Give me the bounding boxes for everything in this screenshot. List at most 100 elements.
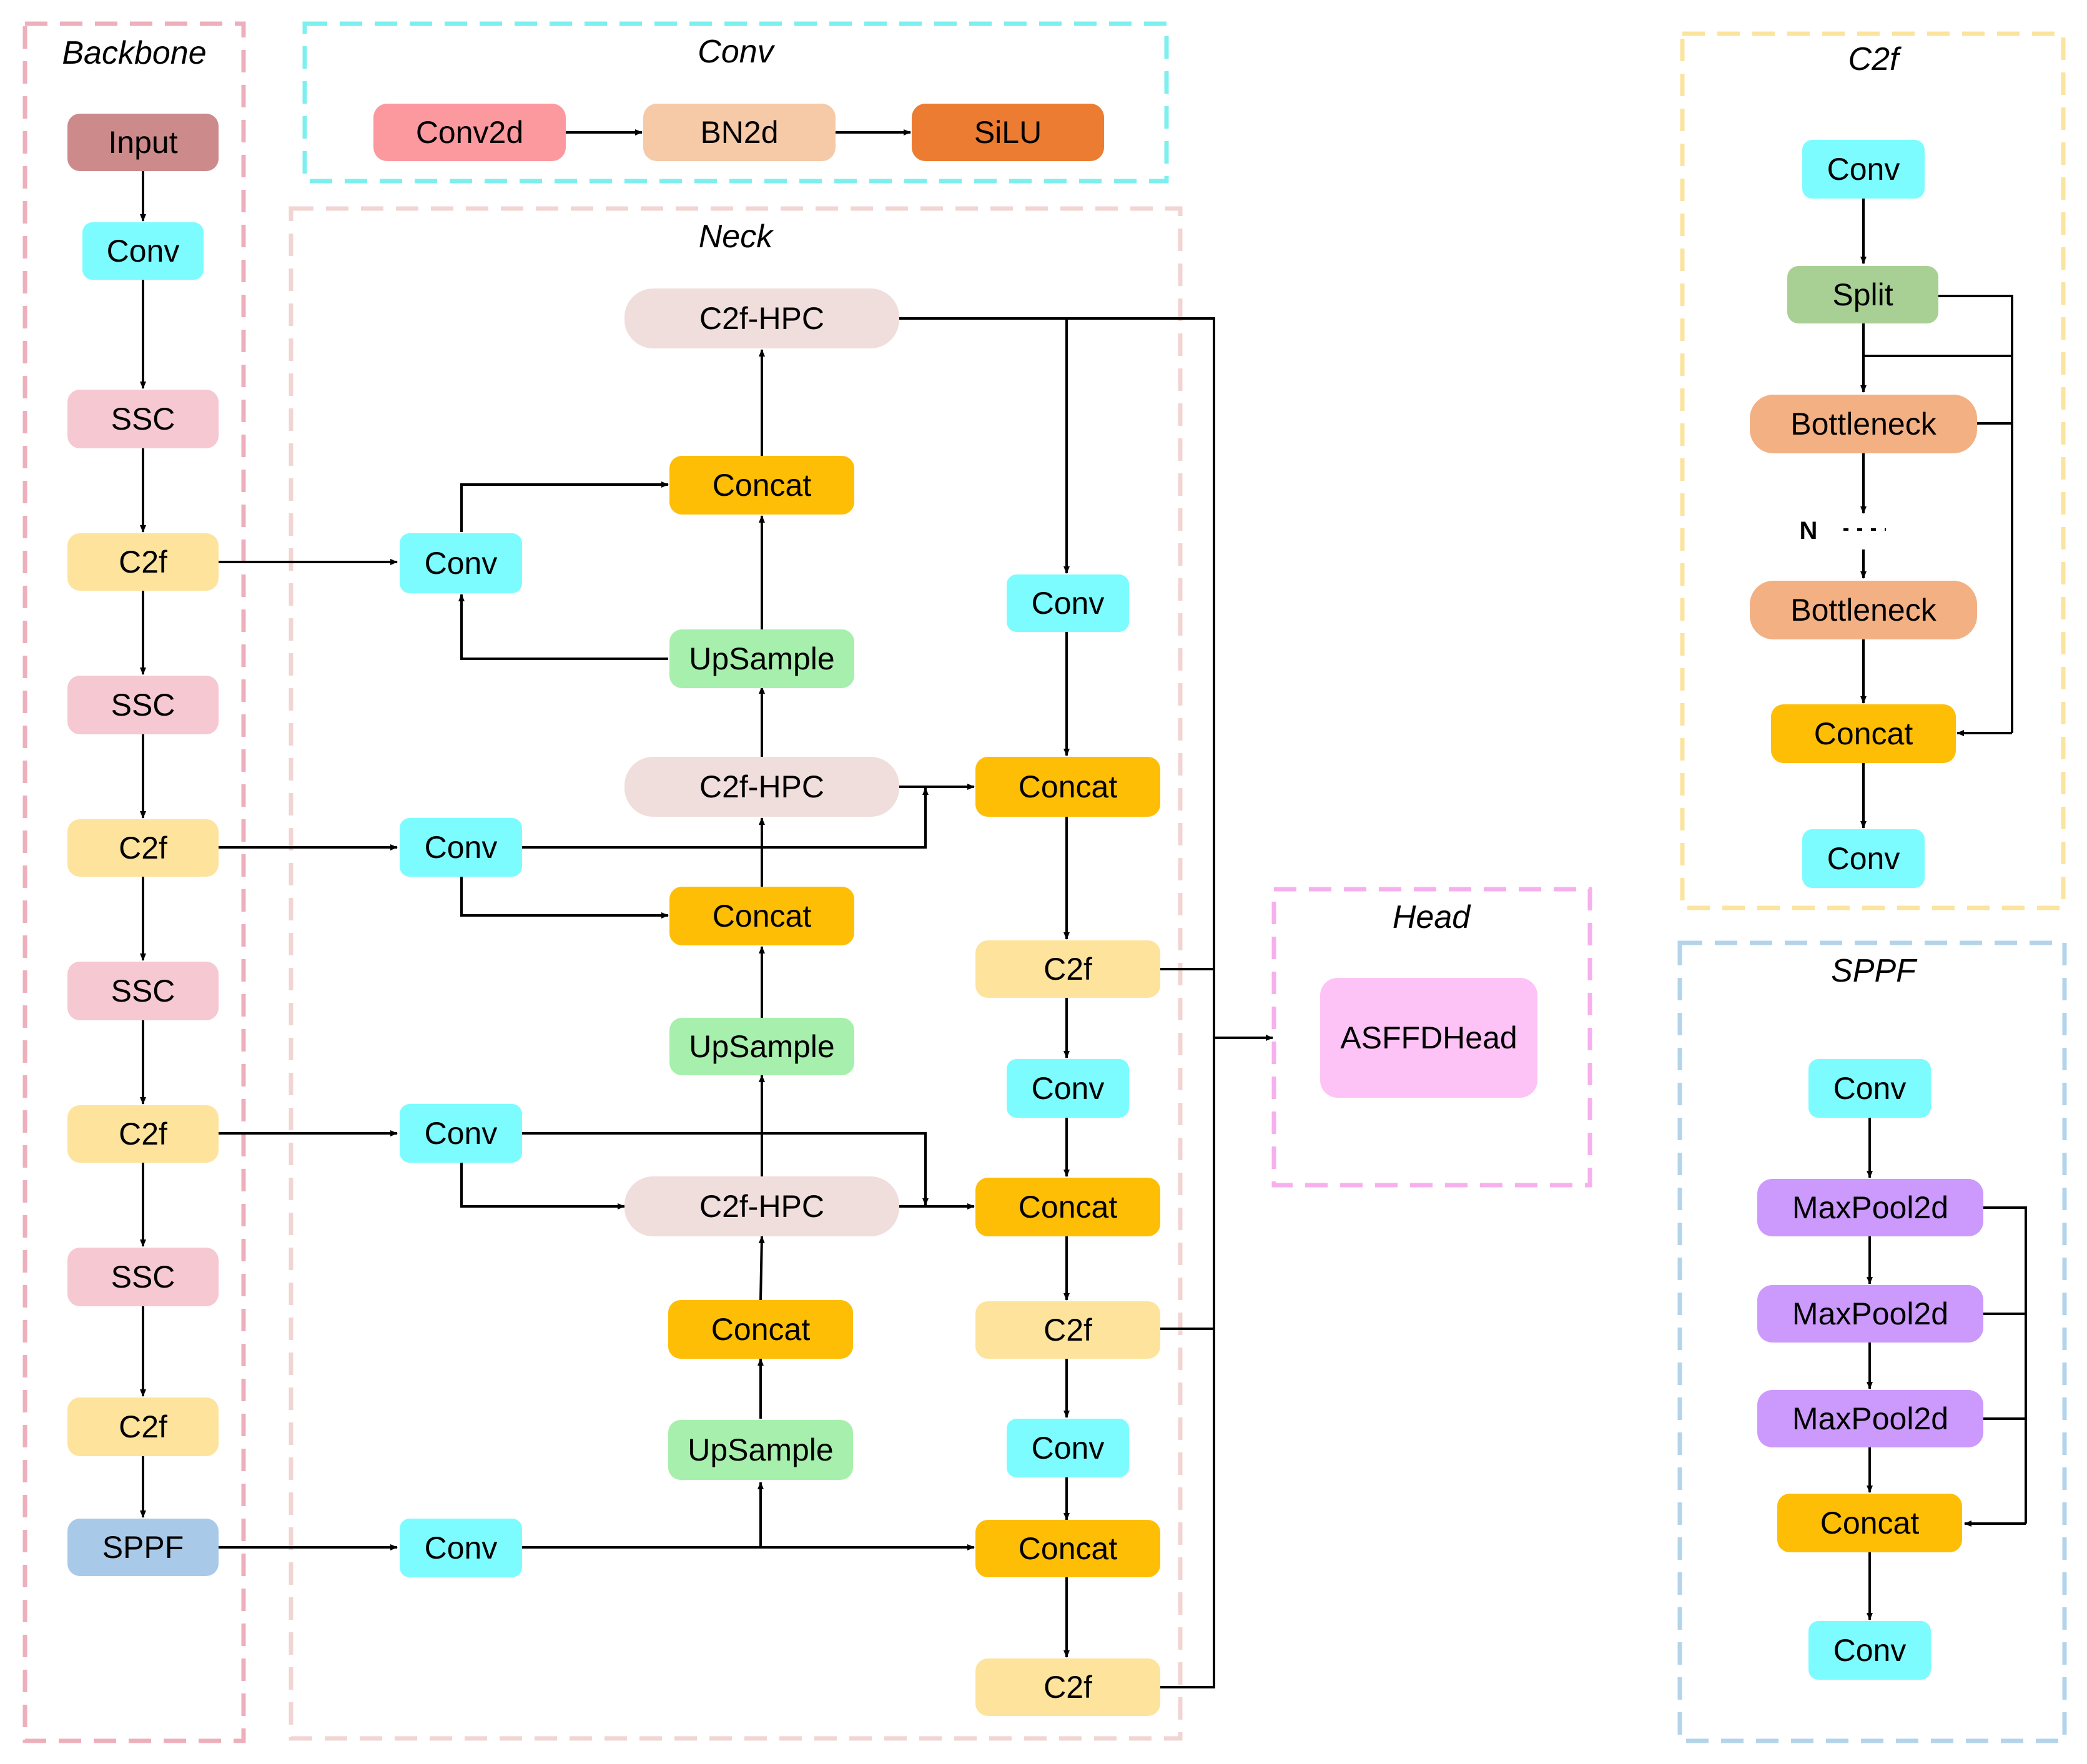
- maxpool-node-1: MaxPool2d: [1757, 1179, 1983, 1236]
- concat-node-top: Concat: [669, 456, 854, 515]
- neck-conv-label-b: Conv: [425, 830, 498, 865]
- upsample-node-b: UpSample: [669, 1018, 854, 1075]
- neck-right-concat-label-2: Concat: [1019, 1190, 1118, 1224]
- c2f-hpc-node-mid: C2f-HPC: [624, 757, 899, 817]
- c2f-node-3: C2f: [67, 1105, 219, 1163]
- c2f-detail-concat-node: Concat: [1771, 704, 1956, 763]
- connectors: [140, 129, 2027, 1688]
- ssc-label-4: SSC: [111, 1259, 175, 1294]
- c2f-title: C2f: [1848, 41, 1902, 77]
- sppf-title: SPPF: [1831, 953, 1918, 989]
- neck-right-c2f-node-2: C2f: [975, 1301, 1160, 1359]
- concat-node-mid: Concat: [669, 887, 854, 945]
- neck-conv-label-a: Conv: [425, 546, 498, 581]
- neck-conv-label-c: Conv: [425, 1116, 498, 1151]
- bottleneck-label-1: Bottleneck: [1790, 407, 1937, 441]
- neck-right-concat-node-3: Concat: [975, 1520, 1160, 1577]
- backbone-group: [22, 21, 246, 1743]
- c2f-label-1: C2f: [119, 544, 167, 579]
- conv-title: Conv: [698, 34, 775, 70]
- c2f-detail-conv-top-node: Conv: [1802, 140, 1925, 199]
- neck-conv-node-c: Conv: [400, 1104, 522, 1163]
- neck-right-conv-label-3: Conv: [1032, 1431, 1105, 1466]
- c2f-hpc-label-low: C2f-HPC: [699, 1189, 824, 1224]
- maxpool-node-3: MaxPool2d: [1757, 1390, 1983, 1447]
- sppf-node-label: SPPF: [102, 1530, 184, 1565]
- upsample-label-a: UpSample: [689, 641, 834, 676]
- c2f-detail-conv-bottom-label: Conv: [1827, 841, 1900, 876]
- bottleneck-node-2: Bottleneck: [1750, 581, 1977, 639]
- sppf-detail-concat-node: Concat: [1777, 1494, 1962, 1552]
- group-titles: Backbone Conv Neck Head C2f SPPF: [62, 34, 1918, 989]
- sppf-detail-conv-top-node: Conv: [1808, 1059, 1931, 1118]
- neck-right-conv-label-1: Conv: [1032, 586, 1105, 621]
- sppf-detail-conv-bottom-label: Conv: [1833, 1633, 1907, 1668]
- bottleneck-label-2: Bottleneck: [1790, 593, 1937, 628]
- asffdhead-node: ASFFDHead: [1320, 978, 1537, 1098]
- sppf-group: [1677, 940, 2067, 1743]
- neck-right-conv-node-1: Conv: [1007, 574, 1129, 632]
- neck-right-c2f-node-3: C2f: [975, 1658, 1160, 1716]
- c2f-group: [1680, 31, 2066, 910]
- group-frames: [22, 21, 2067, 1743]
- neck-right-c2f-node-1: C2f: [975, 940, 1160, 998]
- c2f-hpc-label-top: C2f-HPC: [699, 301, 824, 336]
- backbone-conv-label: Conv: [107, 234, 180, 269]
- neck-conv-node-b: Conv: [400, 818, 522, 877]
- bn2d-label: BN2d: [700, 115, 778, 150]
- silu-node: SiLU: [912, 104, 1104, 161]
- repeat-n-label: N: [1800, 517, 1818, 544]
- c2f-label-2: C2f: [119, 830, 167, 865]
- neck-right-c2f-label-2: C2f: [1044, 1313, 1092, 1348]
- neck-right-concat-node-2: Concat: [975, 1178, 1160, 1236]
- neck-right-concat-label-3: Concat: [1019, 1531, 1118, 1566]
- input-node: Input: [67, 114, 219, 171]
- concat-label-top: Concat: [713, 468, 812, 503]
- conv-group: [302, 21, 1169, 184]
- asffdhead-label: ASFFDHead: [1340, 1020, 1517, 1055]
- c2f-node-2: C2f: [67, 819, 219, 877]
- c2f-hpc-label-mid: C2f-HPC: [699, 769, 824, 804]
- neck-right-conv-node-3: Conv: [1007, 1419, 1129, 1477]
- neck-right-concat-label-1: Concat: [1019, 769, 1118, 804]
- c2f-node-1: C2f: [67, 533, 219, 591]
- neck-title: Neck: [699, 219, 774, 255]
- neck-group: [289, 206, 1183, 1741]
- backbone-conv-node: Conv: [82, 222, 204, 280]
- c2f-label-3: C2f: [119, 1116, 167, 1151]
- maxpool-label-2: MaxPool2d: [1792, 1296, 1948, 1331]
- c2f-label-4: C2f: [119, 1409, 167, 1444]
- backbone-title: Backbone: [62, 35, 206, 71]
- bn2d-node: BN2d: [643, 104, 836, 161]
- ssc-label-3: SSC: [111, 973, 175, 1008]
- ssc-node-4: SSC: [67, 1248, 219, 1306]
- neck-conv-node-d: Conv: [400, 1519, 522, 1577]
- neck-right-conv-node-2: Conv: [1007, 1059, 1129, 1118]
- concat-label-mid: Concat: [713, 899, 812, 934]
- ssc-label-2: SSC: [111, 687, 175, 722]
- ssc-label-1: SSC: [111, 402, 175, 436]
- c2f-detail-conv-top-label: Conv: [1827, 152, 1900, 187]
- neck-right-concat-node-1: Concat: [975, 757, 1160, 817]
- input-node-label: Input: [108, 125, 177, 160]
- upsample-node-a: UpSample: [669, 629, 854, 688]
- split-label: Split: [1832, 277, 1893, 312]
- sppf-detail-conv-top-label: Conv: [1833, 1071, 1907, 1106]
- neck-conv-label-d: Conv: [425, 1530, 498, 1565]
- concat-node-low: Concat: [668, 1300, 853, 1359]
- ssc-node-3: SSC: [67, 962, 219, 1020]
- sppf-detail-concat-label: Concat: [1820, 1505, 1920, 1540]
- sppf-node: SPPF: [67, 1519, 219, 1576]
- conv2d-label: Conv2d: [416, 115, 523, 150]
- ssc-node-2: SSC: [67, 676, 219, 734]
- nodes: Input Conv SSC C2f SSC C2f SSC C2f: [67, 104, 1983, 1716]
- upsample-node-c: UpSample: [668, 1420, 853, 1480]
- c2f-detail-concat-label: Concat: [1814, 716, 1913, 751]
- head-group: [1271, 887, 1592, 1188]
- upsample-label-b: UpSample: [689, 1029, 834, 1064]
- neck-right-conv-label-2: Conv: [1032, 1071, 1105, 1106]
- ssc-node-1: SSC: [67, 390, 219, 448]
- silu-label: SiLU: [974, 115, 1042, 150]
- head-title: Head: [1393, 899, 1471, 935]
